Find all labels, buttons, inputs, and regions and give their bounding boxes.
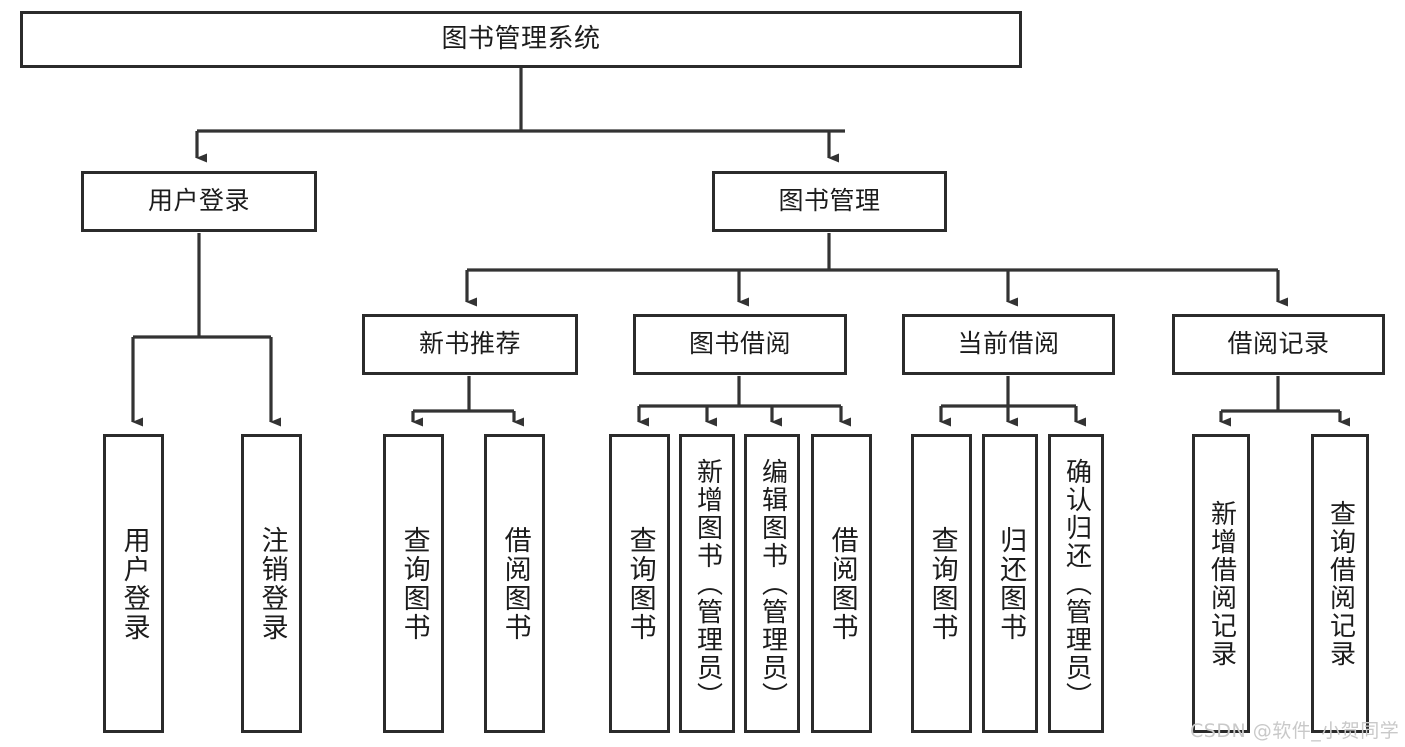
- node-book-borrow[interactable]: 图书借阅: [633, 314, 847, 375]
- node-label: 用户登录: [147, 186, 250, 216]
- node-label: 编辑图书（管理员）: [757, 457, 788, 710]
- csdn-watermark: CSDN @软件_小贺同学: [1190, 720, 1400, 742]
- node-label: 注销登录: [256, 525, 288, 642]
- node-label: 新书推荐: [418, 329, 521, 359]
- node-label: 借阅图书: [826, 525, 858, 642]
- node-book-management[interactable]: 图书管理: [712, 171, 947, 232]
- leaf-book-borrow-query-book[interactable]: 查询图书: [609, 434, 670, 733]
- leaf-current-borrow-return-book[interactable]: 归还图书: [982, 434, 1038, 733]
- node-label: 查询图书: [624, 525, 656, 642]
- node-label: 借阅图书: [499, 525, 531, 642]
- node-label: 借阅记录: [1227, 329, 1330, 359]
- leaf-new-book-borrow-book[interactable]: 借阅图书: [484, 434, 545, 733]
- node-label: 新增图书（管理员）: [692, 457, 723, 710]
- node-label: 图书管理: [778, 186, 881, 216]
- leaf-current-borrow-confirm-return-admin[interactable]: 确认归还（管理员）: [1048, 434, 1104, 733]
- leaf-borrow-record-query-record[interactable]: 查询借阅记录: [1311, 434, 1369, 733]
- leaf-book-borrow-edit-book-admin[interactable]: 编辑图书（管理员）: [744, 434, 800, 733]
- leaf-borrow-record-add-record[interactable]: 新增借阅记录: [1192, 434, 1250, 733]
- node-new-book-recommend[interactable]: 新书推荐: [362, 314, 578, 375]
- node-label: 当前借阅: [957, 329, 1060, 359]
- node-label: 新增借阅记录: [1206, 499, 1237, 668]
- leaf-new-book-query-book[interactable]: 查询图书: [383, 434, 444, 733]
- leaf-current-borrow-query-book[interactable]: 查询图书: [911, 434, 972, 733]
- leaf-user-login-logout[interactable]: 注销登录: [241, 434, 302, 733]
- node-current-borrow[interactable]: 当前借阅: [902, 314, 1115, 375]
- node-user-login[interactable]: 用户登录: [81, 171, 317, 232]
- node-label: 确认归还（管理员）: [1061, 457, 1092, 710]
- node-root-book-management-system[interactable]: 图书管理系统: [20, 11, 1022, 68]
- leaf-user-login-login[interactable]: 用户登录: [103, 434, 164, 733]
- leaf-book-borrow-borrow-book[interactable]: 借阅图书: [811, 434, 872, 733]
- node-label: 图书管理系统: [441, 23, 601, 54]
- node-label: 归还图书: [995, 525, 1027, 642]
- node-borrow-record[interactable]: 借阅记录: [1172, 314, 1385, 375]
- node-label: 用户登录: [118, 525, 150, 642]
- node-label: 查询图书: [398, 525, 430, 642]
- node-label: 图书借阅: [688, 329, 791, 359]
- leaf-book-borrow-add-book-admin[interactable]: 新增图书（管理员）: [679, 434, 735, 733]
- node-label: 查询借阅记录: [1325, 499, 1356, 668]
- node-label: 查询图书: [926, 525, 958, 642]
